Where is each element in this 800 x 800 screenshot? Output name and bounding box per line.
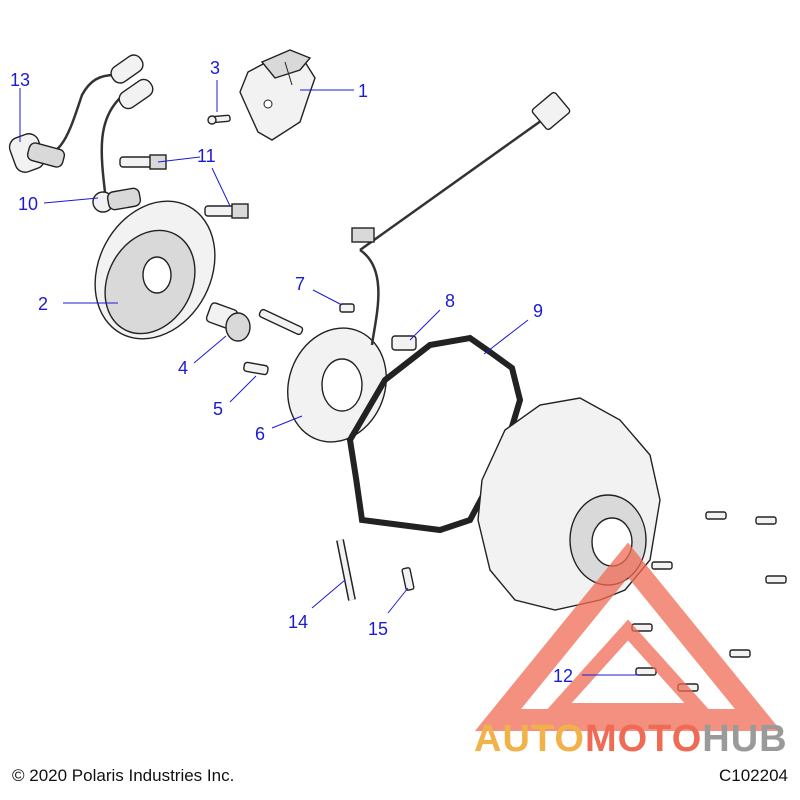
part-2-flywheel <box>94 200 216 340</box>
part-1-coil <box>239 49 316 141</box>
callout-1: 1 <box>358 81 368 101</box>
stator-harness <box>351 91 571 346</box>
callout-15: 15 <box>368 619 388 639</box>
part-13-spark-plug-wires <box>8 54 154 193</box>
watermark-hub: HUB <box>702 718 788 760</box>
watermark-logo: AUTOMOTOHUB <box>474 718 788 761</box>
callout-5: 5 <box>213 399 223 419</box>
part-15-pin <box>401 567 415 591</box>
callout-10: 10 <box>18 194 38 214</box>
part-14-hose <box>336 539 356 601</box>
part-9-gasket <box>346 334 524 534</box>
callout-13: 13 <box>10 70 30 90</box>
callout-2: 2 <box>38 294 48 314</box>
callout-9: 9 <box>533 301 543 321</box>
part-3-bolt <box>207 114 231 125</box>
copyright-text: © 2020 Polaris Industries Inc. <box>12 766 235 785</box>
part-10-plug-boot <box>92 187 142 213</box>
callout-11: 11 <box>197 146 216 166</box>
stator-bolt <box>258 308 304 336</box>
callout-4: 4 <box>178 358 188 378</box>
watermark-moto: MOTO <box>584 718 703 760</box>
part-6-stator <box>287 327 387 443</box>
callouts: 1 2 3 4 5 6 7 8 9 10 11 12 13 14 15 <box>10 58 573 686</box>
callout-6: 6 <box>255 424 265 444</box>
watermark-auto: AUTO <box>474 718 585 760</box>
callout-8: 8 <box>445 291 455 311</box>
part-4-gear <box>205 302 251 342</box>
figure-code: C102204 <box>718 766 788 785</box>
callout-14: 14 <box>288 612 308 632</box>
callout-3: 3 <box>210 58 220 78</box>
callout-12: 12 <box>553 666 573 686</box>
callout-7: 7 <box>295 274 305 294</box>
part-7-bolt <box>339 303 355 313</box>
watermark-triangle <box>474 542 782 731</box>
part-5-bolt <box>243 361 269 376</box>
leader-lines <box>19 80 640 676</box>
